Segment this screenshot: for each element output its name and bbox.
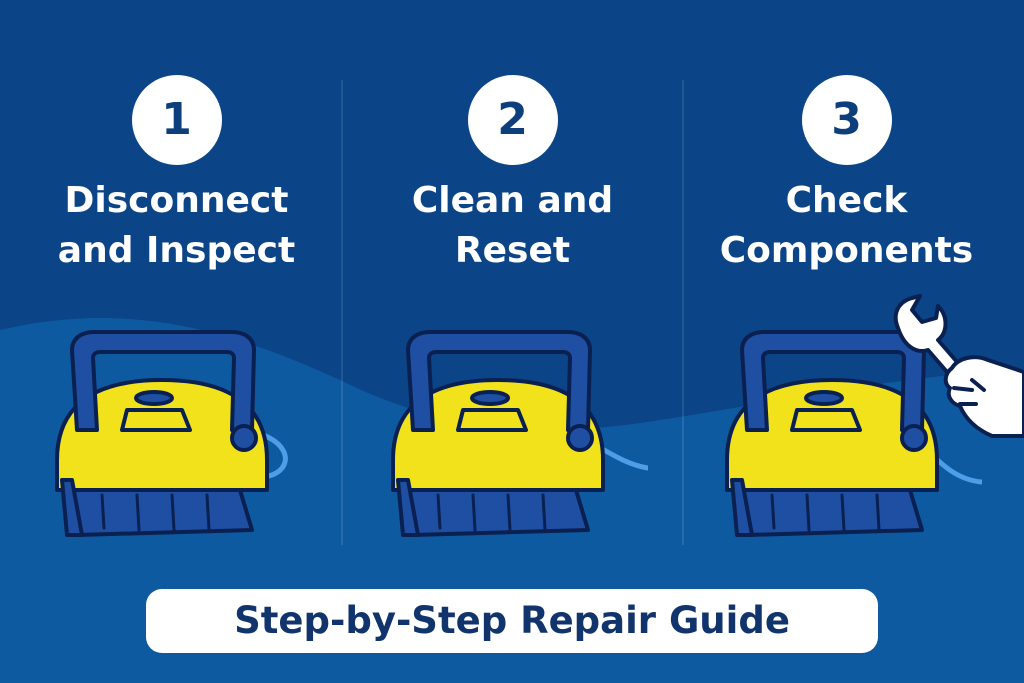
step-title-line: and Inspect — [57, 230, 296, 271]
step-title-line: Clean and — [411, 180, 614, 221]
step-title-line: Reset — [454, 230, 571, 271]
step-title-line: Disconnect — [64, 180, 289, 221]
pool-robot-icon — [724, 330, 982, 537]
column-divider — [682, 80, 684, 545]
step-title: Clean and Reset — [342, 176, 683, 276]
pool-robot-icon — [390, 330, 648, 537]
wrench-icon — [893, 294, 1024, 438]
step-number-badge: 1 — [131, 75, 222, 165]
guide-banner: Step-by-Step Repair Guide — [146, 589, 878, 653]
step-title-line: Components — [719, 230, 974, 271]
step-title: Disconnect and Inspect — [6, 176, 347, 276]
step-2: 2 Clean and Reset — [342, 0, 683, 560]
column-divider — [341, 80, 343, 545]
pool-robot-icon — [54, 330, 288, 537]
step-title: Check Components — [676, 176, 1017, 276]
step-title-line: Check — [785, 180, 908, 221]
step-3: 3 Check Components — [676, 0, 1017, 560]
step-number-badge: 2 — [467, 75, 558, 165]
step-1: 1 Disconnect and Inspect — [6, 0, 347, 560]
step-number-badge: 3 — [801, 75, 892, 165]
